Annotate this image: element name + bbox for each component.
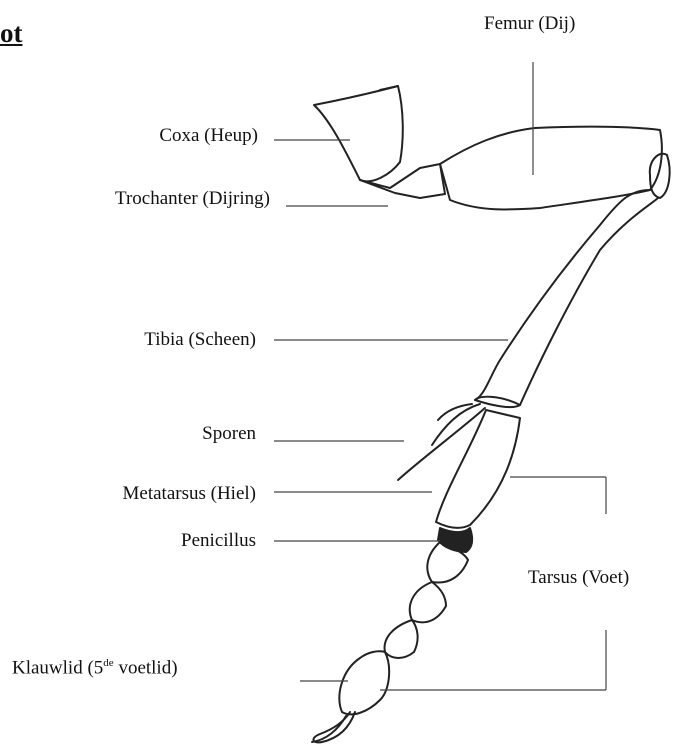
label-tarsus: Tarsus (Voet) — [528, 568, 629, 587]
label-femur: Femur (Dij) — [484, 14, 575, 33]
label-tibia: Tibia (Scheen) — [144, 330, 256, 349]
metatarsus-segment — [436, 410, 520, 528]
label-penicillus: Penicillus — [181, 531, 256, 550]
tibia-segment — [475, 190, 658, 407]
tarsomere-3 — [410, 582, 446, 622]
femur-segment — [440, 127, 662, 210]
patella-knob — [650, 154, 670, 198]
claw-segment — [339, 651, 389, 714]
label-metatarsus: Metatarsus (Hiel) — [123, 484, 256, 503]
label-sporen: Sporen — [202, 424, 256, 443]
claw — [313, 712, 355, 742]
label-coxa: Coxa (Heup) — [159, 126, 258, 145]
tarsomere-4 — [385, 620, 418, 658]
coxa-segment — [314, 86, 403, 181]
spur-2 — [398, 408, 485, 480]
label-klauwlid: Klauwlid (5de voetlid) — [12, 658, 178, 677]
label-trochanter: Trochanter (Dijring) — [115, 189, 270, 208]
